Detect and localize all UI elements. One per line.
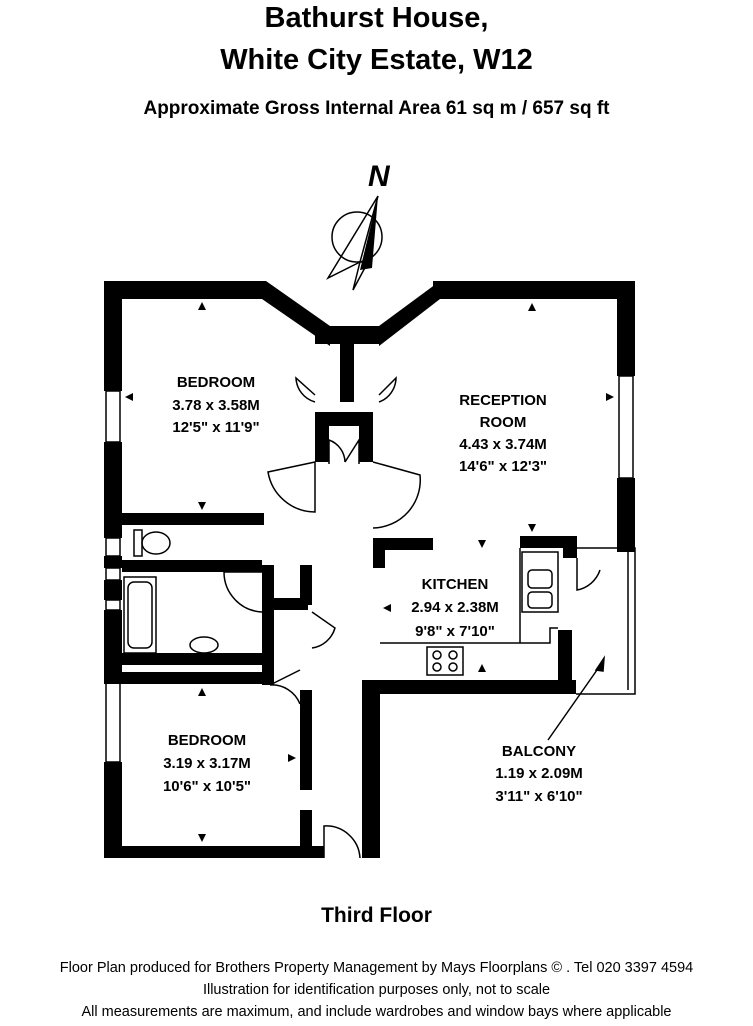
- bath-icon: [123, 576, 157, 654]
- walls: [104, 281, 635, 858]
- title-line-2: White City Estate, W12: [220, 44, 533, 76]
- room-bedroom-2: BEDROOM 3.19 x 3.17M 10'6" x 10'5": [163, 732, 251, 795]
- room-balcony: BALCONY 1.19 x 2.09M 3'11" x 6'10": [495, 743, 583, 805]
- room-kitchen: KITCHEN 2.94 x 2.38M 9'8" x 7'10": [411, 576, 499, 640]
- gross-area: Approximate Gross Internal Area 61 sq m …: [143, 98, 610, 119]
- kitchen-name: KITCHEN: [422, 576, 489, 593]
- bedroom1-metric: 3.78 x 3.58M: [172, 397, 260, 414]
- footer-credit: Floor Plan produced for Brothers Propert…: [59, 960, 694, 976]
- bedroom1-imperial: 12'5" x 11'9": [172, 419, 259, 436]
- reception-name-2: ROOM: [480, 414, 527, 431]
- bedroom1-name: BEDROOM: [177, 374, 255, 391]
- sink-icon: [521, 551, 559, 613]
- bedroom2-name: BEDROOM: [168, 732, 246, 749]
- footer-measurements: All measurements are maximum, and includ…: [81, 1004, 672, 1020]
- balcony-name: BALCONY: [502, 743, 576, 760]
- reception-metric: 4.43 x 3.74M: [459, 436, 547, 453]
- toilet-icon: [141, 531, 171, 555]
- reception-imperial: 14'6" x 12'3": [459, 458, 547, 475]
- windows: [105, 375, 634, 763]
- fixtures: [123, 529, 636, 741]
- room-bedroom-1: BEDROOM 3.78 x 3.58M 12'5" x 11'9": [172, 374, 260, 436]
- floor-label: Third Floor: [321, 904, 432, 927]
- balcony-metric: 1.19 x 2.09M: [495, 765, 583, 782]
- compass-north-label: N: [368, 160, 391, 193]
- kitchen-metric: 2.94 x 2.38M: [411, 599, 499, 616]
- hob-icon: [426, 646, 464, 676]
- footer-disclaimer: Illustration for identification purposes…: [202, 982, 551, 998]
- title-line-1: Bathurst House,: [264, 2, 489, 34]
- room-reception: RECEPTION ROOM 4.43 x 3.74M 14'6" x 12'3…: [459, 392, 547, 475]
- bedroom2-metric: 3.19 x 3.17M: [163, 755, 251, 772]
- dimension-markers: [125, 302, 614, 842]
- basin-icon: [189, 636, 219, 654]
- compass-icon: N: [326, 160, 391, 291]
- bedroom2-imperial: 10'6" x 10'5": [163, 778, 251, 795]
- balcony-outline: [576, 547, 636, 695]
- balcony-imperial: 3'11" x 6'10": [495, 788, 582, 805]
- kitchen-imperial: 9'8" x 7'10": [415, 623, 495, 640]
- reception-name-1: RECEPTION: [459, 392, 547, 409]
- doors: [223, 376, 601, 859]
